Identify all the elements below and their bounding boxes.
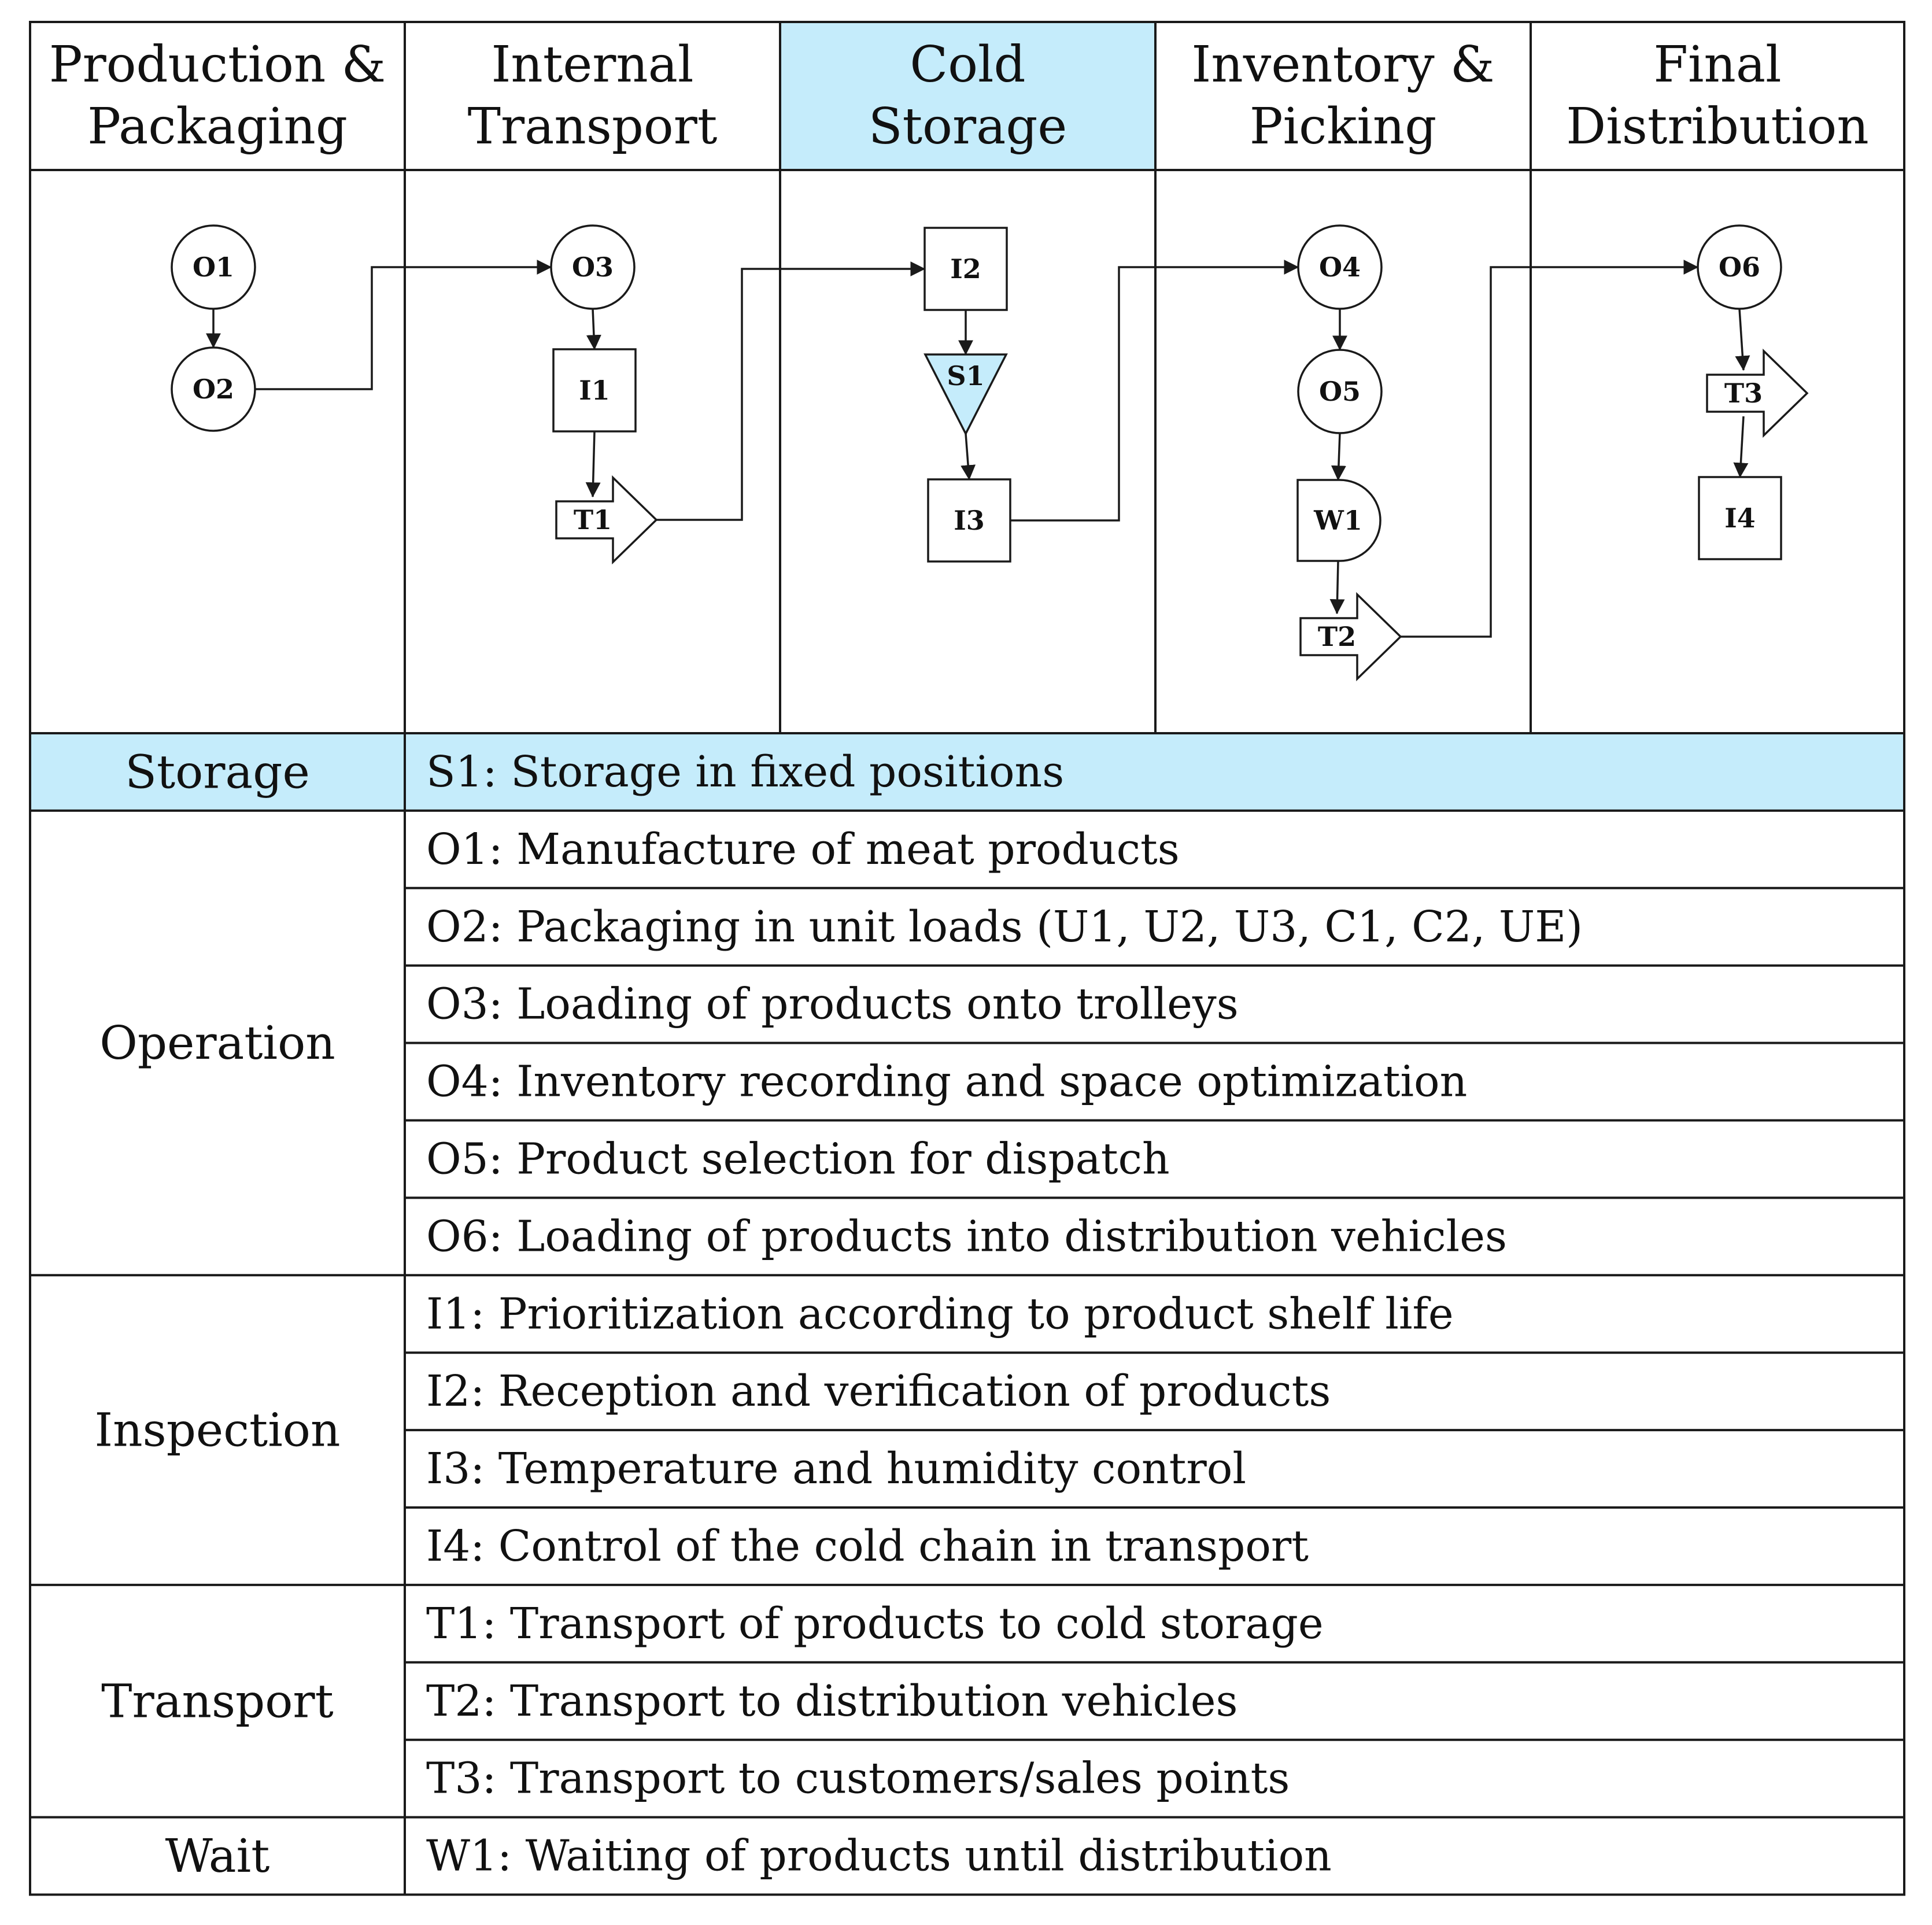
node-label-s1: S1	[947, 360, 984, 391]
node-t1: T1	[555, 475, 658, 565]
node-label-t2: T2	[1318, 621, 1356, 652]
flow-arrow-o5-w1	[1331, 433, 1346, 481]
flow-arrow-t3-i4	[1733, 416, 1749, 478]
node-t2: T2	[1299, 592, 1402, 682]
wait-d-shape-w1	[1296, 479, 1381, 562]
lane-title-internal_transport-line1: Internal	[491, 36, 693, 94]
legend-item-operation-5: O5: Product selection for dispatch	[426, 1134, 1170, 1184]
node-s1: S1	[923, 353, 1008, 436]
flow-arrow-o2-o3	[255, 260, 552, 390]
node-label-o5: O5	[1319, 376, 1361, 407]
node-w1: W1	[1296, 479, 1381, 562]
operation-circle-o2	[171, 346, 256, 432]
node-o2: O2	[171, 346, 256, 432]
node-label-t3: T3	[1724, 378, 1763, 409]
node-i2: I2	[923, 227, 1008, 311]
node-o6: O6	[1697, 224, 1782, 310]
flow-arrow-i1-t1	[585, 431, 601, 498]
inspection-square-i3	[927, 478, 1011, 563]
lane-title-distribution-line2: Distribution	[1566, 98, 1868, 156]
legend-category-wait: Wait	[165, 1829, 270, 1883]
node-label-i1: I1	[579, 375, 610, 406]
node-label-o6: O6	[1719, 252, 1760, 283]
legend-item-inspection-1: I1: Prioritization according to product …	[426, 1289, 1454, 1339]
legend-category-transport: Transport	[101, 1674, 334, 1728]
node-i1: I1	[552, 348, 637, 433]
lane-title-cold_storage-line1: Cold	[910, 36, 1025, 94]
flow-arrow-t2-o6	[1401, 260, 1699, 638]
node-label-o2: O2	[193, 374, 234, 405]
node-label-t1: T1	[574, 504, 612, 535]
legend-item-operation-3: O3: Loading of products onto trolleys	[426, 980, 1239, 1029]
transport-arrow-t1	[555, 475, 658, 565]
inspection-square-i2	[923, 227, 1008, 311]
node-label-i2: I2	[950, 253, 981, 284]
legend-item-operation-4: O4: Inventory recording and space optimi…	[426, 1057, 1467, 1107]
storage-triangle-s1	[923, 353, 1008, 436]
operation-circle-o5	[1297, 349, 1383, 434]
node-o3: O3	[550, 224, 636, 310]
lane-title-internal_transport-line2: Transport	[468, 98, 718, 156]
lane-title-distribution-line1: Final	[1653, 36, 1781, 94]
node-label-i3: I3	[954, 505, 985, 536]
legend-item-storage-1: S1: Storage in fixed positions	[426, 747, 1064, 797]
transport-arrow-t3	[1706, 348, 1809, 438]
node-t3: T3	[1706, 348, 1809, 438]
legend-item-operation-6: O6: Loading of products into distributio…	[426, 1211, 1507, 1261]
lane-title-production-line1: Production &	[49, 36, 386, 94]
operation-circle-o6	[1697, 224, 1782, 310]
lane-title-cold_storage-line2: Storage	[869, 98, 1067, 156]
legend-item-transport-1: T1: Transport of products to cold storag…	[426, 1599, 1324, 1649]
legend-category-operation: Operation	[99, 1016, 335, 1070]
flow-arrow-t1-i2	[656, 261, 926, 521]
legend-highlight-storage	[30, 733, 1904, 811]
lane-title-inventory-line1: Inventory &	[1191, 36, 1494, 94]
legend-item-inspection-3: I3: Temperature and humidity control	[426, 1444, 1246, 1494]
flow-arrow-w1-t2	[1329, 560, 1345, 615]
legend-item-inspection-4: I4: Control of the cold chain in transpo…	[426, 1521, 1309, 1571]
legend-item-transport-3: T3: Transport to customers/sales points	[426, 1754, 1290, 1804]
lane-title-production-line2: Packaging	[87, 98, 348, 156]
legend-category-storage: Storage	[125, 745, 310, 799]
transport-arrow-t2	[1299, 592, 1402, 682]
legend-item-wait-1: W1: Waiting of products until distributi…	[426, 1831, 1332, 1881]
legend-item-operation-1: O1: Manufacture of meat products	[426, 825, 1180, 874]
lane-header-highlight-cold_storage	[780, 22, 1155, 170]
node-label-i4: I4	[1724, 503, 1756, 534]
node-label-w1: W1	[1313, 505, 1362, 536]
legend-item-operation-2: O2: Packaging in unit loads (U1, U2, U3,…	[426, 902, 1583, 952]
node-label-o3: O3	[572, 252, 614, 283]
node-o1: O1	[171, 224, 256, 310]
lane-title-inventory-line2: Picking	[1250, 98, 1437, 156]
node-label-o1: O1	[193, 252, 234, 283]
inspection-square-i4	[1698, 476, 1782, 560]
operation-circle-o1	[171, 224, 256, 310]
node-i3: I3	[927, 478, 1011, 563]
node-label-o4: O4	[1319, 252, 1361, 283]
flow-arrow-o6-t3	[1735, 308, 1750, 371]
operation-circle-o4	[1297, 224, 1383, 310]
node-o5: O5	[1297, 349, 1383, 434]
legend-category-inspection: Inspection	[95, 1403, 341, 1457]
node-o4: O4	[1297, 224, 1383, 310]
operation-circle-o3	[550, 224, 636, 310]
flow-arrow-i3-o4	[1010, 260, 1299, 522]
legend-item-transport-2: T2: Transport to distribution vehicles	[426, 1676, 1238, 1726]
inspection-square-i1	[552, 348, 637, 433]
table-outer-border	[29, 21, 1905, 1896]
legend-item-inspection-2: I2: Reception and verification of produc…	[426, 1366, 1331, 1416]
flow-arrow-o3-i1	[586, 308, 601, 350]
flow-arrow-s1-i3	[961, 433, 976, 481]
node-i4: I4	[1698, 476, 1782, 560]
